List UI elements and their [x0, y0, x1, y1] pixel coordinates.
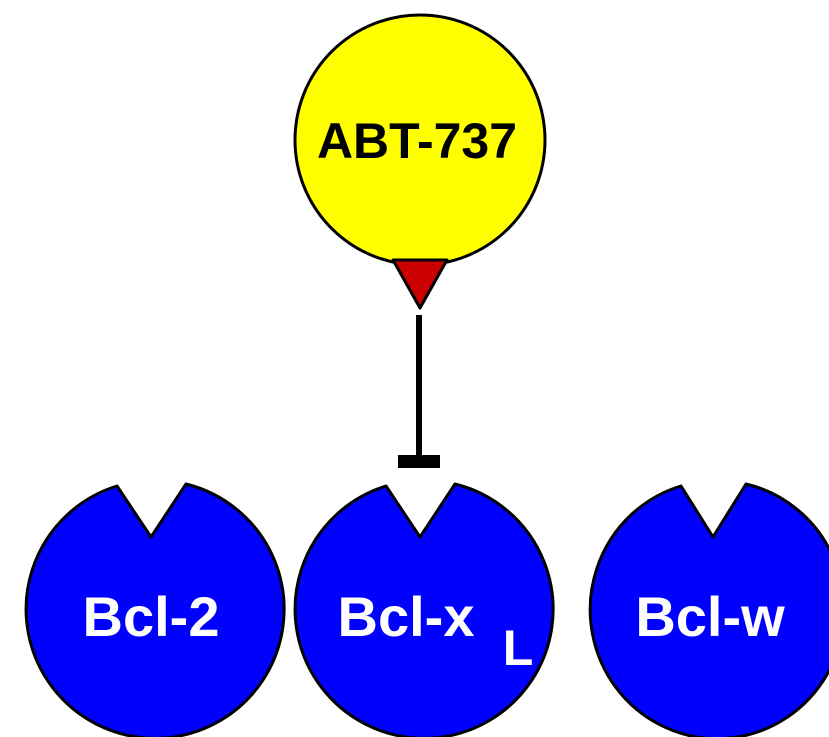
- target-shape-bcl-xl: [293, 482, 555, 737]
- target-label-bcl-xl: Bcl-x: [338, 585, 475, 648]
- target-label-main: Bcl-2: [83, 585, 220, 648]
- target-label-bcl-w: Bcl-w: [635, 585, 785, 648]
- target-node-bcl-xl: Bcl-x L: [293, 482, 555, 737]
- drug-warhead-triangle: [391, 258, 449, 310]
- target-label-bcl-2: Bcl-2: [83, 585, 220, 648]
- inhibition-arrow: [398, 315, 440, 468]
- target-shape-bcl-w: [588, 482, 829, 737]
- target-node-bcl-w: Bcl-w: [588, 482, 829, 737]
- inhibition-bar: [398, 455, 440, 468]
- target-node-bcl-2: Bcl-2: [24, 482, 286, 737]
- target-label-main: Bcl-w: [635, 585, 785, 648]
- target-label-main: Bcl-x: [338, 585, 475, 648]
- drug-node: ABT-737: [293, 13, 547, 310]
- drug-label: ABT-737: [317, 113, 517, 169]
- target-label-subscript: L: [503, 620, 534, 676]
- target-shape-bcl-2: [24, 482, 286, 737]
